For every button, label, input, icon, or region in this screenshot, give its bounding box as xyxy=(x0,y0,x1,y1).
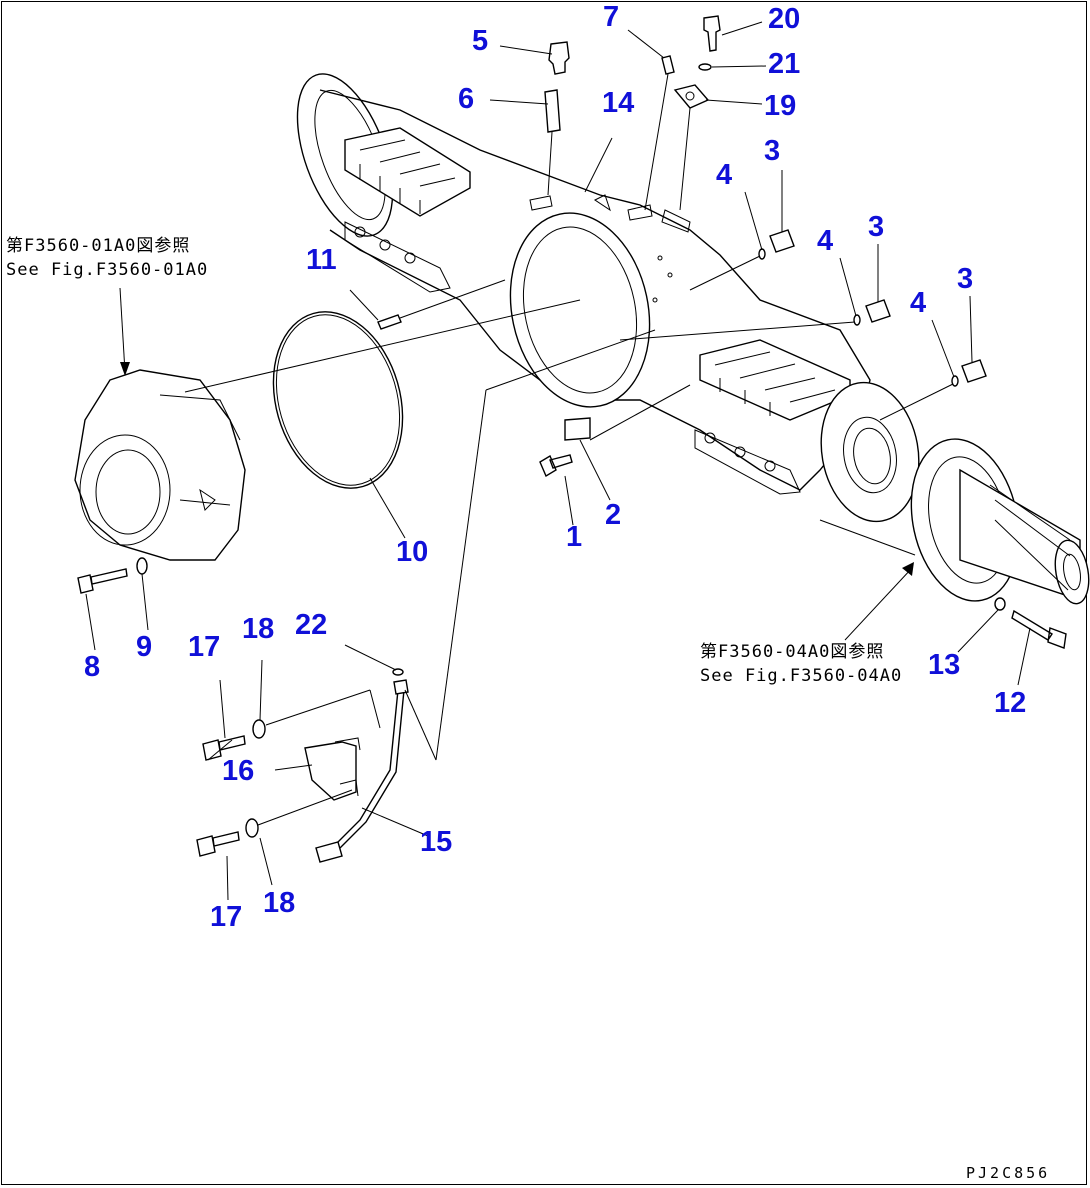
washer-18b xyxy=(245,818,259,838)
callout-3b: 3 xyxy=(868,211,885,243)
right-wheel-hub xyxy=(910,438,1090,605)
callout-1: 1 xyxy=(566,521,583,553)
reference-right-en: See Fig.F3560-04A0 xyxy=(700,666,903,686)
callout-12: 12 xyxy=(994,687,1027,719)
callout-6: 6 xyxy=(458,83,475,115)
callout-13: 13 xyxy=(928,649,961,681)
washer-9 xyxy=(136,557,148,575)
dowel-11 xyxy=(377,314,402,330)
callout-17b: 17 xyxy=(210,901,243,933)
plate-19 xyxy=(673,84,710,109)
reference-left-en: See Fig.F3560-01A0 xyxy=(6,260,209,280)
callout-15: 15 xyxy=(420,826,453,858)
washer-21 xyxy=(698,63,712,71)
callout-3c: 3 xyxy=(957,263,974,295)
bolt-8 xyxy=(77,568,128,594)
callout-16: 16 xyxy=(222,755,255,787)
reference-right-jp: 第F3560-04A0図参照 xyxy=(700,642,885,662)
bracket-16 xyxy=(304,741,357,801)
callout-4b: 4 xyxy=(817,225,834,257)
callout-21: 21 xyxy=(768,48,801,80)
axle-housing xyxy=(296,73,920,523)
o-ring-10 xyxy=(272,311,404,489)
plug-5 xyxy=(548,41,570,75)
plug-3c xyxy=(961,359,987,383)
callout-3a: 3 xyxy=(764,135,781,167)
bolt-20 xyxy=(703,15,721,52)
bolt-12 xyxy=(1011,609,1067,649)
callout-2: 2 xyxy=(605,499,622,531)
bolt-17a xyxy=(202,735,246,761)
callout-5: 5 xyxy=(472,25,489,57)
callout-19: 19 xyxy=(764,90,797,122)
left-hub-assembly xyxy=(74,369,246,561)
o-ring-4c xyxy=(951,375,959,387)
reference-left-jp: 第F3560-01A0図参照 xyxy=(6,236,191,256)
callout-17a: 17 xyxy=(188,631,221,663)
callout-18a: 18 xyxy=(242,613,275,645)
callout-14: 14 xyxy=(602,87,635,119)
breather-7 xyxy=(661,55,675,75)
callout-7: 7 xyxy=(603,1,620,33)
o-ring-4a xyxy=(758,248,766,260)
callout-20: 20 xyxy=(768,3,801,35)
callout-4a: 4 xyxy=(716,159,733,191)
nameplate-2 xyxy=(564,417,591,441)
leader-lines xyxy=(85,21,1031,901)
plug-3a xyxy=(769,229,795,253)
drawing-code: PJ2C856 xyxy=(966,1164,1051,1182)
bolt-17b xyxy=(196,831,240,857)
callout-9: 9 xyxy=(136,631,153,663)
callout-4c: 4 xyxy=(910,287,927,319)
callout-8: 8 xyxy=(84,651,101,683)
sleeve-6 xyxy=(544,89,561,133)
callout-18b: 18 xyxy=(263,887,296,919)
callout-11: 11 xyxy=(306,244,337,276)
washer-18a xyxy=(252,719,266,739)
o-ring-4b xyxy=(853,314,861,326)
o-ring-22 xyxy=(392,668,404,676)
washer-13 xyxy=(994,597,1006,611)
plug-3b xyxy=(865,299,891,323)
rivet-1 xyxy=(539,454,573,478)
callout-22: 22 xyxy=(295,609,328,641)
callout-10: 10 xyxy=(396,536,429,568)
pipe-15 xyxy=(329,689,399,851)
